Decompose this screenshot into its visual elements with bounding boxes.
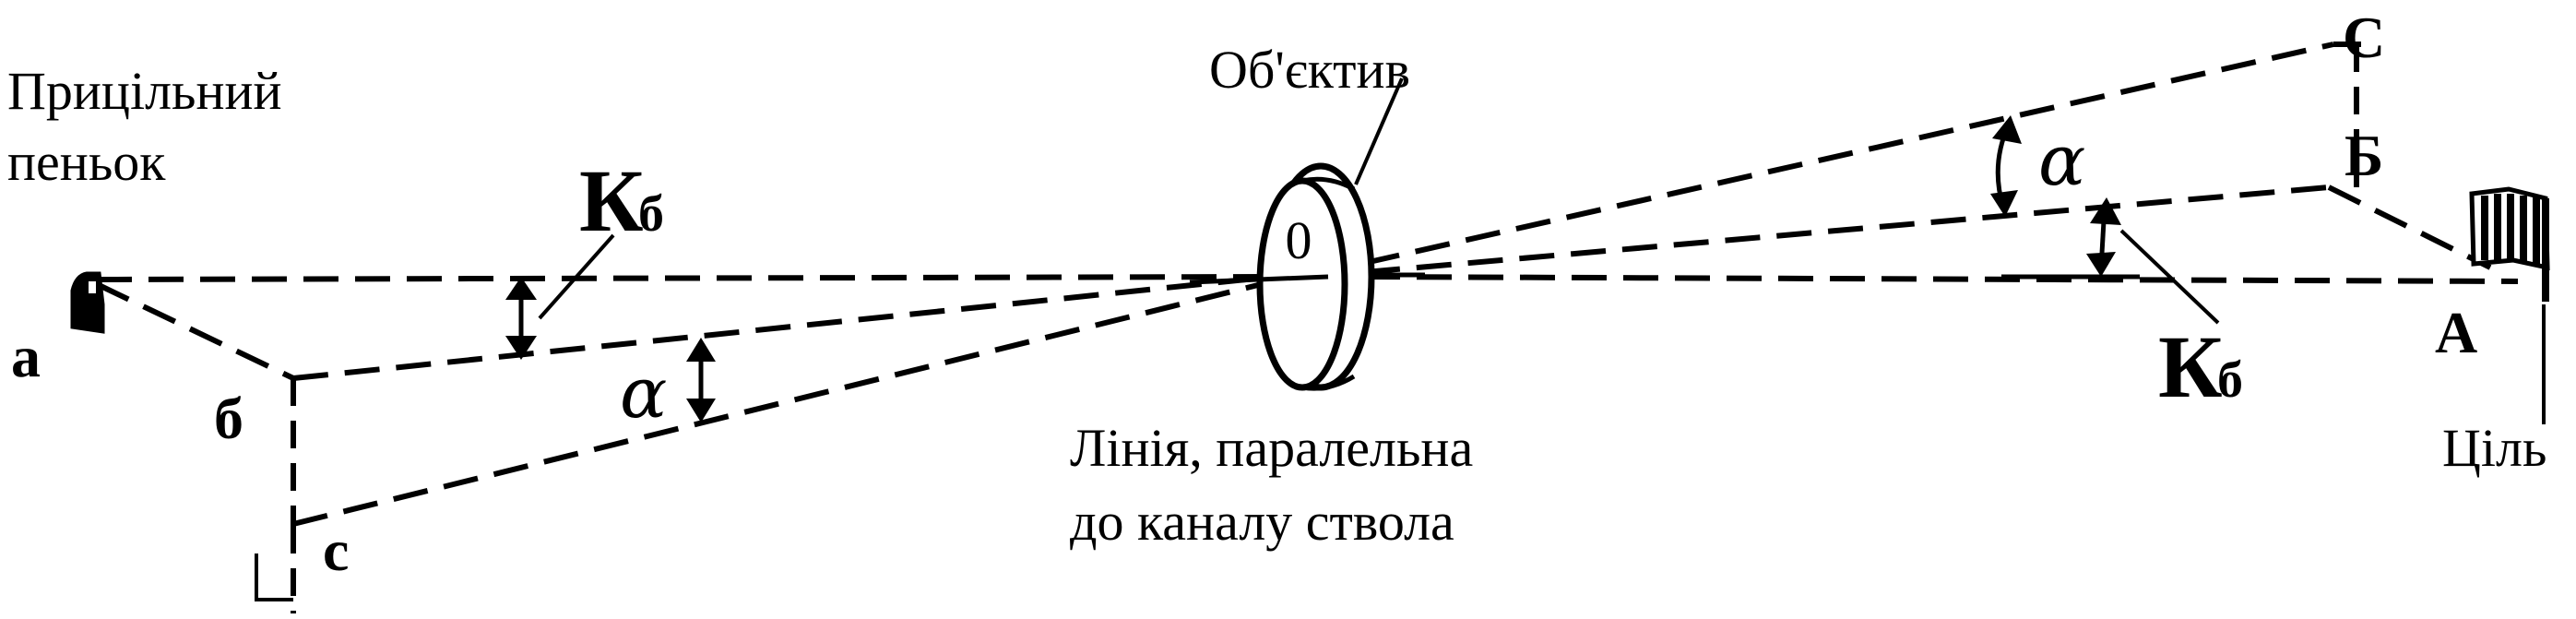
alpha-left-arrow-icon [686, 338, 716, 423]
kb-left-arrow-icon [505, 277, 537, 360]
line-B-A [2327, 185, 2492, 270]
parallel-line-label-2: до каналу ствола [1070, 492, 1454, 552]
sight-label-bottom: пеньок [7, 132, 166, 192]
lens-center-label: 0 [1286, 210, 1312, 270]
point-a-label: а [11, 324, 41, 389]
kb-right-arrow-icon [2086, 197, 2121, 277]
kb-left-label-sub: б [638, 185, 664, 243]
target-icon [2469, 186, 2550, 302]
point-c-small-label: с [323, 518, 349, 583]
alpha-right-label: α [2038, 119, 2085, 201]
front-sight-icon [70, 271, 105, 334]
c-bracket [255, 554, 293, 601]
line-lens-B [1364, 185, 2330, 275]
kb-right-leader [2119, 229, 2220, 325]
sight-label-top: Прицільний [7, 61, 282, 121]
kb-right-label-main: К [2158, 317, 2223, 416]
point-A-label: А [2435, 300, 2477, 365]
sight-line-right [1364, 274, 2519, 284]
kb-left-label-main: К [579, 151, 644, 250]
lens-axis [1189, 274, 1329, 285]
lens-label: Об'єктив [1209, 40, 1410, 100]
line-lens-C [1364, 42, 2334, 266]
point-B-label: Б [2345, 123, 2383, 188]
alpha-left-label: α [620, 351, 667, 434]
kb-right-label-sub: б [2217, 351, 2243, 409]
kb-left-leader [538, 233, 615, 320]
parallel-line-label-1: Лінія, паралельна [1070, 418, 1473, 478]
line-a-b [95, 281, 295, 381]
point-C-label: С [2343, 5, 2385, 70]
line-c-lens [292, 279, 1274, 527]
lens-leader [1354, 77, 1404, 185]
line-b-lens [292, 274, 1274, 381]
point-b-small-label: б [214, 386, 243, 451]
sight-line-left [96, 274, 1274, 282]
target-label: Ціль [2442, 418, 2546, 478]
alpha-right-arrow-icon [1990, 115, 2022, 217]
